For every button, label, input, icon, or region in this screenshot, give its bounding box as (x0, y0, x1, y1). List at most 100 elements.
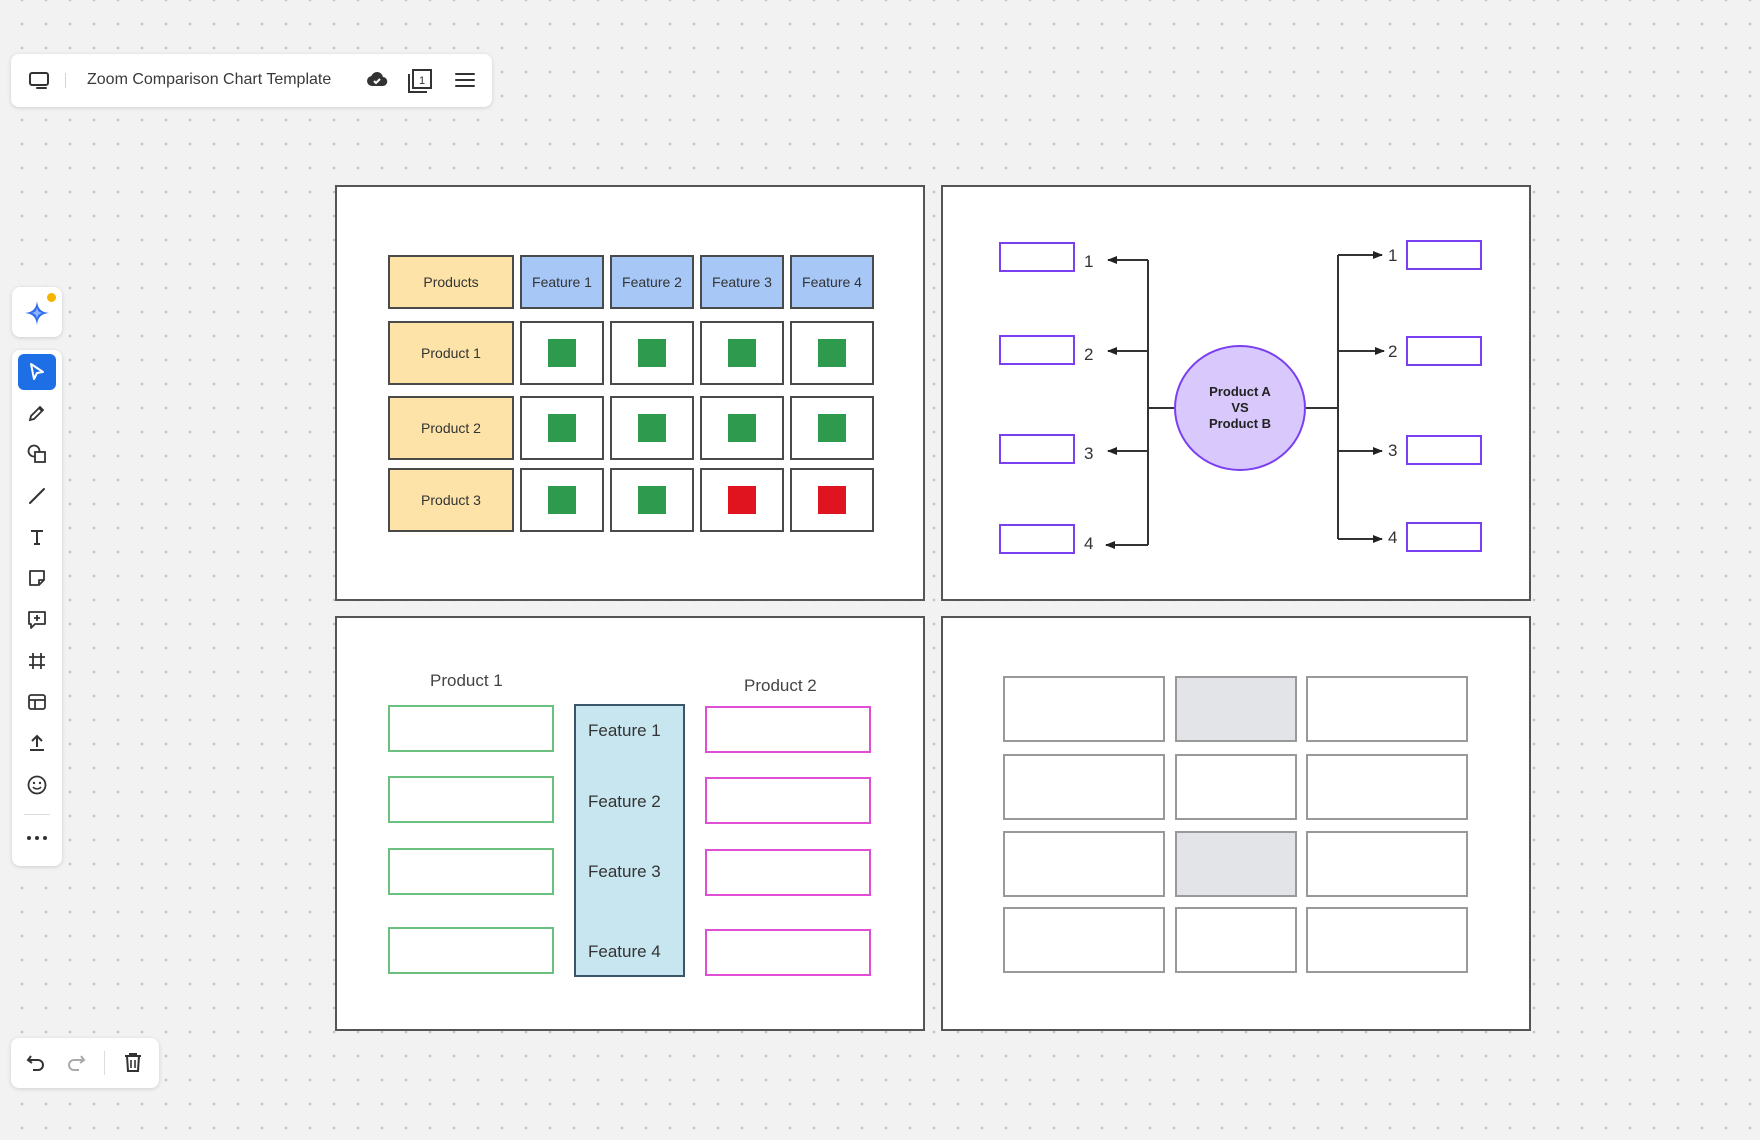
point-number: 3 (1084, 444, 1094, 463)
product-1-field[interactable] (388, 776, 554, 823)
features-column[interactable]: Feature 1 Feature 2 Feature 3 Feature 4 (574, 704, 685, 977)
ai-sparkle-icon (25, 301, 49, 325)
more-tools-button[interactable] (18, 820, 56, 856)
feature-header[interactable]: Feature 2 (610, 255, 694, 309)
matrix-cell[interactable] (610, 396, 694, 460)
pen-tool[interactable] (18, 395, 56, 431)
trash-icon[interactable] (122, 1051, 144, 1078)
point-number: 1 (1388, 246, 1398, 265)
board-title[interactable]: Zoom Comparison Chart Template (87, 71, 332, 88)
text-tool[interactable] (18, 519, 56, 555)
check-square-icon (638, 486, 666, 514)
product-a-point[interactable] (999, 242, 1075, 272)
grid-header-cell[interactable] (1175, 831, 1297, 897)
grid-header-cell[interactable] (1175, 676, 1297, 742)
pencil-icon (28, 405, 45, 422)
upload-icon (30, 734, 44, 751)
product-b-point[interactable] (1406, 522, 1482, 552)
vs-label: VS (1231, 400, 1249, 415)
pages-icon[interactable]: 1 (407, 68, 435, 99)
product-2-field[interactable] (705, 849, 871, 896)
comment-tool[interactable] (18, 602, 56, 638)
upload-tool[interactable] (18, 725, 56, 761)
product-b-label: Product B (1208, 416, 1272, 431)
product-b-point[interactable] (1406, 240, 1482, 270)
products-header[interactable]: Products (388, 255, 514, 309)
toolbar-divider (24, 814, 50, 815)
product-2-title: Product 2 (744, 676, 817, 695)
product-b-point[interactable] (1406, 435, 1482, 465)
ai-assistant-button[interactable] (12, 287, 62, 337)
matrix-cell[interactable] (790, 468, 874, 532)
comment-icon (28, 611, 46, 629)
divider (104, 1051, 105, 1075)
matrix-cell[interactable] (520, 321, 604, 385)
select-tool[interactable] (18, 354, 56, 390)
product-row-label[interactable]: Product 2 (388, 396, 514, 460)
grid-cell[interactable] (1175, 907, 1297, 973)
grid-cell[interactable] (1306, 907, 1468, 973)
grid-cell[interactable] (1003, 754, 1165, 820)
product-row-label[interactable]: Product 3 (388, 468, 514, 532)
product-2-field[interactable] (705, 929, 871, 976)
grid-cell[interactable] (1306, 676, 1468, 742)
cross-square-icon (728, 486, 756, 514)
matrix-cell[interactable] (700, 468, 784, 532)
check-square-icon (548, 339, 576, 367)
matrix-cell[interactable] (610, 321, 694, 385)
frame-tool[interactable] (18, 643, 56, 679)
grid-cell[interactable] (1306, 831, 1468, 897)
emoji-icon (27, 775, 47, 795)
point-number: 4 (1388, 528, 1398, 547)
template-tool[interactable] (18, 684, 56, 720)
sticky-note-tool[interactable] (18, 560, 56, 596)
line-tool[interactable] (18, 478, 56, 514)
cursor-icon (30, 363, 44, 380)
template-icon (28, 694, 46, 710)
grid-cell[interactable] (1306, 754, 1468, 820)
frame-icon (29, 653, 45, 669)
product-b-point[interactable] (1406, 336, 1482, 366)
grid-cell[interactable] (1003, 907, 1165, 973)
cross-square-icon (818, 486, 846, 514)
shapes-icon (27, 444, 46, 463)
versus-circle[interactable]: Product A VS Product B (1174, 345, 1306, 471)
menu-icon[interactable] (453, 68, 477, 97)
point-number: 3 (1388, 441, 1398, 460)
product-1-field[interactable] (388, 848, 554, 895)
product-a-point[interactable] (999, 335, 1075, 365)
check-square-icon (638, 414, 666, 442)
matrix-cell[interactable] (520, 396, 604, 460)
product-2-field[interactable] (705, 706, 871, 753)
matrix-cell[interactable] (700, 321, 784, 385)
point-number: 1 (1084, 252, 1094, 271)
product-1-field[interactable] (388, 705, 554, 752)
grid-cell[interactable] (1175, 754, 1297, 820)
undo-icon[interactable] (25, 1051, 47, 1078)
product-1-field[interactable] (388, 927, 554, 974)
product-2-field[interactable] (705, 777, 871, 824)
check-square-icon (728, 414, 756, 442)
matrix-cell[interactable] (700, 396, 784, 460)
redo-icon[interactable] (65, 1051, 87, 1078)
product-a-point[interactable] (999, 524, 1075, 554)
grid-cell[interactable] (1003, 831, 1165, 897)
feature-header[interactable]: Feature 1 (520, 255, 604, 309)
board-icon[interactable] (28, 69, 50, 96)
matrix-cell[interactable] (520, 468, 604, 532)
matrix-cell[interactable] (790, 396, 874, 460)
feature-header[interactable]: Feature 3 (700, 255, 784, 309)
shapes-tool[interactable] (18, 436, 56, 472)
matrix-cell[interactable] (610, 468, 694, 532)
line-icon (29, 488, 45, 504)
check-square-icon (548, 486, 576, 514)
product-a-label: Product A (1209, 384, 1271, 399)
product-row-label[interactable]: Product 1 (388, 321, 514, 385)
emoji-tool[interactable] (18, 767, 56, 803)
grid-cell[interactable] (1003, 676, 1165, 742)
matrix-cell[interactable] (790, 321, 874, 385)
cloud-icon[interactable] (365, 68, 389, 97)
feature-header[interactable]: Feature 4 (790, 255, 874, 309)
product-a-point[interactable] (999, 434, 1075, 464)
